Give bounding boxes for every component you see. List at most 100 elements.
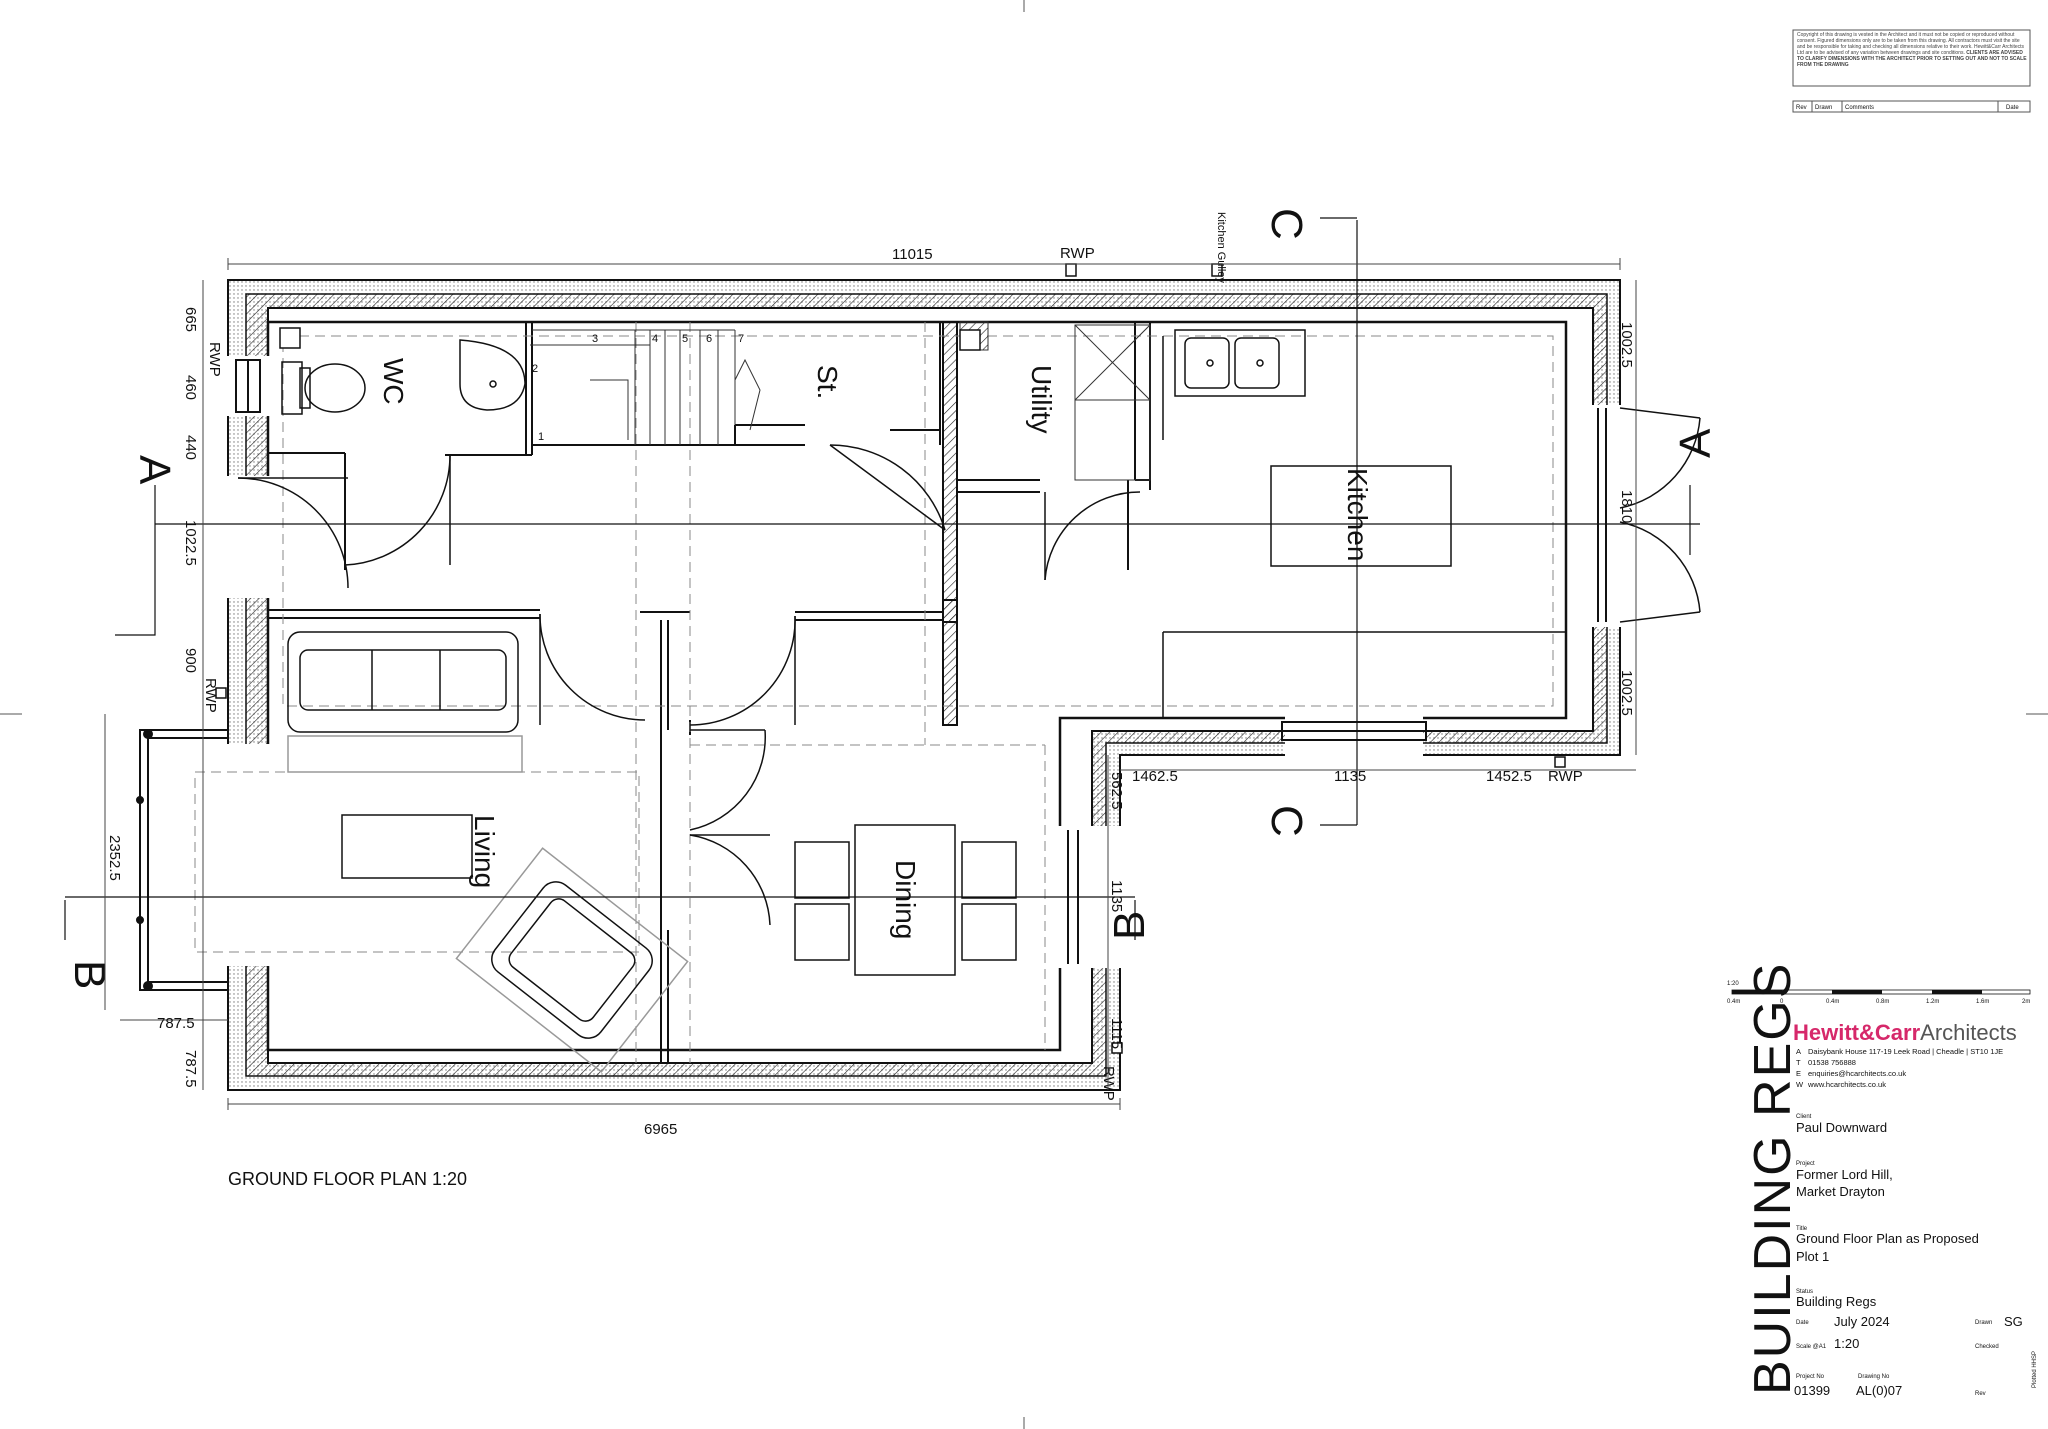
svg-text:1002.5: 1002.5	[1618, 322, 1635, 368]
wall-openings	[224, 356, 1624, 968]
copyright-caps: CLIENTS ARE ADVISED TO CLARIFY DIMENSION…	[1797, 50, 2027, 68]
svg-text:1002.5: 1002.5	[1618, 670, 1635, 716]
internal-walls	[268, 321, 1151, 1063]
svg-text:Hewitt&CarrArchitects: Hewitt&CarrArchitects	[1793, 1020, 2017, 1045]
kitchen-fixtures	[1162, 329, 1566, 718]
svg-text:Building Regs: Building Regs	[1796, 1294, 1877, 1309]
svg-text:Former Lord Hill,: Former Lord Hill,	[1796, 1167, 1893, 1182]
svg-text:6965: 6965	[644, 1121, 677, 1138]
staircase	[530, 329, 761, 445]
living-furniture	[287, 631, 689, 1073]
section-markers: A A B B C C	[65, 208, 1720, 989]
svg-text:01399: 01399	[1794, 1383, 1830, 1398]
room-label-living: Living	[469, 815, 500, 888]
room-label-wc: WC	[378, 358, 409, 405]
dimension-values: 11015 6965 665 460 440 1022.5 900 2352.5…	[106, 246, 1635, 1138]
svg-text:Date: Date	[2006, 105, 2019, 111]
svg-text:787.5: 787.5	[182, 1050, 199, 1088]
svg-text:A: A	[1671, 428, 1720, 458]
svg-text:B: B	[1105, 911, 1154, 940]
rainwater-pipes	[215, 263, 1566, 1054]
svg-text:11015: 11015	[892, 246, 933, 263]
revision-table: Rev Drawn Comments Date	[1792, 100, 2031, 113]
copyright-text: Copyright of this drawing is vested in t…	[1797, 32, 2025, 56]
svg-text:A: A	[130, 455, 179, 485]
svg-text:5: 5	[682, 333, 688, 345]
svg-text:0.4m: 0.4m	[1727, 999, 1740, 1005]
svg-text:0: 0	[1780, 999, 1784, 1005]
svg-text:460: 460	[182, 375, 199, 400]
svg-text:1.6m: 1.6m	[1976, 999, 1989, 1005]
svg-text:1.2m: 1.2m	[1926, 999, 1939, 1005]
svg-text:0.4m: 0.4m	[1826, 999, 1839, 1005]
svg-text:1022.5: 1022.5	[182, 520, 199, 566]
section-lines	[64, 217, 1700, 940]
svg-text:Date: Date	[1796, 1320, 1809, 1326]
svg-text:Checked: Checked	[1975, 1344, 1999, 1350]
svg-text:4: 4	[652, 333, 658, 345]
building-regs-watermark: BUILDING REGS	[1744, 962, 1802, 1395]
svg-text:6: 6	[706, 333, 712, 345]
svg-text:1452.5: 1452.5	[1486, 768, 1532, 785]
svg-text:RWP: RWP	[1060, 245, 1095, 262]
plan-title: GROUND FLOOR PLAN 1:20	[228, 1169, 467, 1189]
svg-text:Daisybank House 117-19 Leek Ro: Daisybank House 117-19 Leek Road | Chead…	[1808, 1047, 2003, 1056]
svg-text:Project: Project	[1796, 1161, 1815, 1167]
svg-text:Plot 1: Plot 1	[1796, 1249, 1829, 1264]
svg-text:Project No: Project No	[1796, 1374, 1825, 1380]
svg-text:B: B	[65, 960, 114, 989]
svg-text:C: C	[1262, 208, 1311, 240]
room-labels: WC St. Utility Kitchen Living Dining	[378, 358, 1373, 939]
svg-text:T: T	[1796, 1058, 1801, 1067]
scale-bar: 1:20 0.4m 0 0.4m 0.8m 1.2m 1.6m 2m	[1727, 981, 2031, 1005]
kitchen-gulley-label: Kitchen Gulley	[1215, 212, 1227, 283]
svg-text:Paul Downward: Paul Downward	[1796, 1120, 1887, 1135]
svg-text:Drawing No: Drawing No	[1858, 1374, 1890, 1380]
svg-text:2352.5: 2352.5	[106, 835, 123, 881]
company-logo: Hewitt&CarrArchitects	[1793, 1020, 2017, 1045]
external-walls	[227, 279, 1621, 1091]
svg-text:Comments: Comments	[1845, 105, 1874, 111]
svg-text:1:20: 1:20	[1727, 981, 1739, 987]
svg-text:RWP: RWP	[1548, 768, 1583, 785]
room-label-utility: Utility	[1026, 365, 1057, 433]
svg-text:665: 665	[182, 307, 199, 332]
svg-text:900: 900	[182, 648, 199, 673]
construction-lines	[194, 322, 1554, 1063]
svg-text:1135: 1135	[1334, 768, 1366, 785]
svg-text:Market Drayton: Market Drayton	[1796, 1184, 1885, 1199]
company-address: A Daisybank House 117-19 Leek Road | Che…	[1796, 1047, 2003, 1089]
room-label-dining: Dining	[890, 860, 921, 939]
title-block: Copyright of this drawing is vested in t…	[1727, 29, 2038, 1398]
svg-text:C: C	[1262, 805, 1311, 837]
svg-text:1: 1	[538, 431, 544, 443]
svg-text:7: 7	[738, 333, 744, 345]
title-block-fields: Client Paul Downward Project Former Lord…	[1794, 1114, 2038, 1398]
svg-text:enquiries@hcarchitects.co.uk: enquiries@hcarchitects.co.uk	[1808, 1069, 1906, 1078]
svg-text:Plotted HHSP: Plotted HHSP	[2032, 1351, 2038, 1388]
bay-window	[136, 729, 228, 991]
rwp-labels: RWP RWP RWP RWP RWP	[202, 245, 1583, 1101]
svg-text:Title: Title	[1796, 1226, 1808, 1232]
room-label-kitchen: Kitchen	[1342, 468, 1373, 561]
svg-text:01538 756888: 01538 756888	[1808, 1058, 1856, 1067]
svg-text:440: 440	[182, 435, 199, 460]
svg-text:2: 2	[532, 363, 538, 375]
svg-text:Rev: Rev	[1975, 1391, 1986, 1397]
svg-text:W: W	[1796, 1080, 1804, 1089]
svg-text:E: E	[1796, 1069, 1801, 1078]
svg-text:www.hcarchitects.co.uk: www.hcarchitects.co.uk	[1807, 1080, 1886, 1089]
svg-text:1462.5: 1462.5	[1132, 768, 1178, 785]
dining-furniture	[794, 824, 1017, 976]
svg-text:Rev: Rev	[1796, 105, 1807, 111]
stair-step-numbers: 1 2 3 4 5 6 7	[532, 333, 744, 443]
svg-text:1135: 1135	[1108, 880, 1125, 912]
svg-text:RWP: RWP	[206, 342, 223, 377]
svg-text:July 2024: July 2024	[1834, 1314, 1890, 1329]
svg-text:AL(0)07: AL(0)07	[1856, 1383, 1902, 1398]
svg-text:562.5: 562.5	[1108, 772, 1125, 810]
svg-text:1115: 1115	[1108, 1018, 1125, 1049]
svg-text:Drawn: Drawn	[1815, 105, 1832, 111]
